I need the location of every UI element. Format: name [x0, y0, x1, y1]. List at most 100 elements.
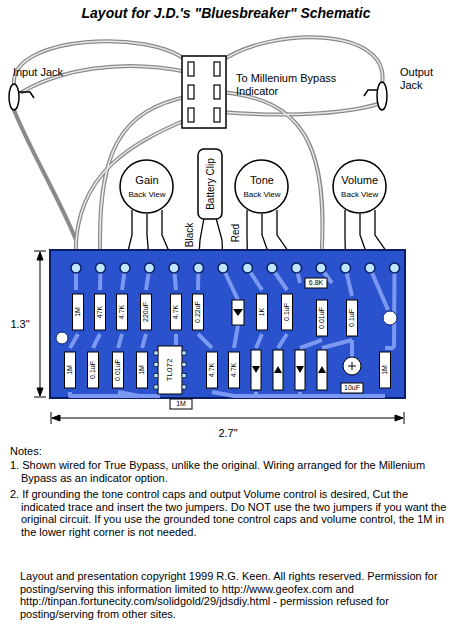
diode-symbol [232, 300, 244, 325]
pot-view-note: Back View [128, 190, 165, 199]
wire [14, 110, 76, 240]
annotation: To Millenium Bypass Indicator [236, 72, 356, 97]
jack-label: Input Jack [13, 66, 63, 79]
pot-name: Gain [135, 174, 158, 186]
switch-lug [188, 62, 194, 76]
pcb-pad [194, 263, 204, 273]
resistor-value: 1M [74, 307, 82, 317]
component-body [347, 300, 358, 336]
notes-heading: Notes: [10, 445, 440, 458]
resistor-value: 4.7K [118, 305, 126, 319]
component-body [229, 352, 240, 388]
pcb-pad [96, 263, 106, 273]
component-body [95, 294, 106, 330]
capacitor-value: 10uF [344, 384, 360, 392]
ic-pin [182, 351, 186, 355]
wire-cables [14, 37, 383, 263]
battery-clip: Battery Clip [197, 148, 223, 220]
component-body [73, 294, 84, 330]
diode-symbol [251, 350, 261, 390]
dimension: 1.3" [10, 318, 29, 331]
note: 1. Shown wired for True Bypass, unlike t… [10, 459, 452, 484]
jack-label: Output Jack [400, 66, 444, 91]
diode-symbol [295, 350, 305, 390]
component-body [137, 352, 148, 388]
pot-body [120, 160, 173, 213]
pot-view-note: Back View [341, 190, 378, 199]
pcb-traces [70, 268, 395, 396]
footswitch-body [182, 56, 226, 128]
jack-tip [364, 90, 377, 96]
component-body [207, 352, 218, 388]
diode-band [318, 366, 326, 373]
pcb-pad [390, 263, 400, 273]
pcb-pad [365, 263, 375, 273]
component-body [341, 383, 363, 393]
pcb-pad [218, 263, 228, 273]
ic-pin [182, 362, 186, 366]
switch-lug [214, 108, 220, 122]
resistor-value: 1M [66, 365, 74, 375]
resistor-value: 47K [96, 306, 104, 318]
component-body [317, 300, 328, 336]
pcb-pad [120, 263, 130, 273]
diode-band [233, 309, 243, 316]
pot-name: Tone [250, 174, 274, 186]
switch-lug [214, 62, 220, 76]
wire [14, 41, 188, 84]
wire [76, 118, 190, 263]
component-body [193, 294, 204, 330]
diode-band [252, 366, 260, 373]
ic-pin [182, 374, 186, 378]
node-outline [332, 159, 387, 214]
wire [220, 104, 378, 114]
wire [222, 92, 323, 263]
node-outline [234, 159, 289, 214]
diode-band [274, 366, 282, 373]
ic-pin [154, 385, 158, 389]
ic-pin [154, 351, 158, 355]
resistor-value: 1M [176, 400, 186, 408]
component-body [282, 294, 293, 330]
diodes [232, 300, 327, 390]
note: 2. If grounding the tone control caps an… [10, 488, 452, 539]
battery-clip-body [198, 149, 222, 219]
component-body [113, 352, 124, 388]
pot-labels: ToneBack View [234, 159, 289, 214]
capacitor-value: 0.1uF [348, 309, 356, 327]
dimension-arrow [52, 415, 403, 421]
gain-pot: GainBack View [119, 159, 174, 214]
pcb-pad [169, 263, 179, 273]
pcb-pad [292, 263, 302, 273]
pot-body [333, 160, 386, 213]
resistor-value: 1M [138, 365, 146, 375]
ic-pin [154, 374, 158, 378]
pcb-pad [71, 263, 81, 273]
ic-name: TL072 [165, 359, 174, 382]
component-body [88, 352, 99, 388]
input-jack-symbol [9, 84, 19, 110]
pcb-pad [267, 263, 277, 273]
tone-pot: ToneBack View [234, 159, 289, 214]
pcb-pad [243, 263, 253, 273]
ic-body [158, 346, 182, 394]
output-jack-symbol [377, 82, 387, 110]
ic-pin [154, 362, 158, 366]
jack-tip [19, 92, 34, 98]
mounting-hole [383, 311, 397, 325]
dimension-line [34, 251, 46, 397]
resistor-value: 4.7K [172, 305, 180, 319]
pcb-pad [341, 263, 351, 273]
switch-lug [188, 85, 194, 99]
resistor-value: 1K [258, 308, 266, 317]
wire-highlights [14, 37, 383, 263]
copyright-note: Layout and presentation copyright 1999 R… [20, 570, 442, 621]
switch-lug [188, 108, 194, 122]
pot-view-note: Back View [243, 190, 280, 199]
wire [222, 92, 323, 263]
resistor-value: 1M [381, 365, 389, 375]
pcb-board [50, 250, 405, 398]
capacitor-value: 0.1uF [283, 303, 291, 321]
